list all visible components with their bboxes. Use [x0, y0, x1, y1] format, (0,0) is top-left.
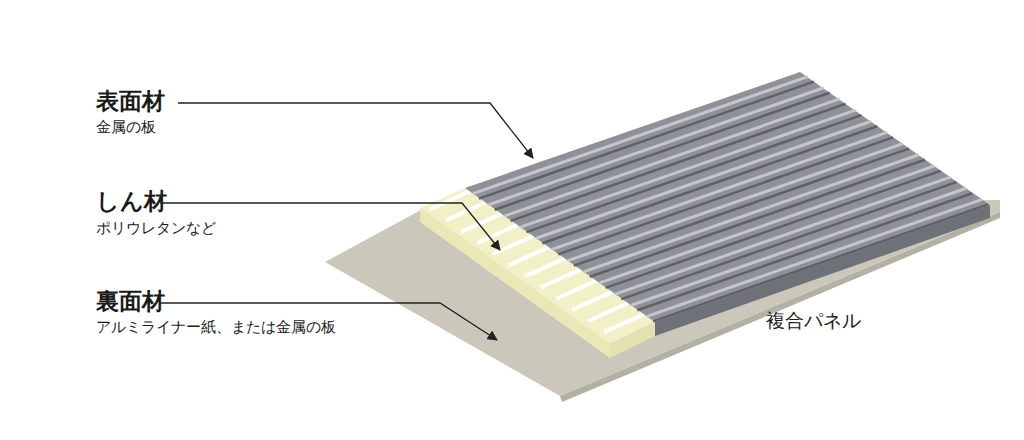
core-stripe — [556, 281, 596, 299]
metal-top — [465, 72, 990, 322]
ridge-shadow — [479, 82, 814, 199]
part-material: 金属の板 — [96, 119, 156, 136]
leader-line — [178, 103, 533, 158]
ridge-shadow — [590, 160, 925, 277]
part-name: 裏面材 — [96, 288, 165, 314]
ridge-shadow — [653, 204, 988, 321]
part-name: しん材 — [96, 188, 167, 214]
corrugation — [473, 77, 988, 322]
core-stripe — [604, 314, 644, 332]
part-material: アルミライナー紙、または金属の板 — [96, 319, 336, 336]
ridge-shadow — [542, 126, 877, 243]
panel-title: 複合パネル — [766, 310, 861, 332]
ridge-highlight — [631, 188, 966, 305]
ridge-shadow — [558, 137, 893, 254]
core-stripe — [588, 303, 628, 321]
ridge-shadow — [511, 104, 846, 221]
ridge-shadow — [606, 171, 941, 288]
part-material: ポリウレタンなど — [96, 220, 216, 237]
core-stripe — [525, 258, 565, 276]
core-stripe — [509, 247, 549, 265]
ridge-shadow — [621, 182, 956, 299]
core-stripe — [446, 203, 486, 221]
core-stripe — [493, 236, 533, 254]
core-stripe — [572, 292, 612, 310]
ridge-shadow — [495, 93, 830, 210]
core-stripe — [541, 270, 581, 288]
core-stripe — [461, 214, 501, 232]
ridge-shadow — [574, 149, 909, 266]
part-name: 表面材 — [96, 88, 165, 114]
core-stripe — [477, 225, 517, 243]
ridge-shadow — [637, 193, 972, 310]
ridge-shadow — [526, 115, 861, 232]
core-stripe — [430, 191, 470, 209]
ridge-highlight — [647, 199, 982, 316]
